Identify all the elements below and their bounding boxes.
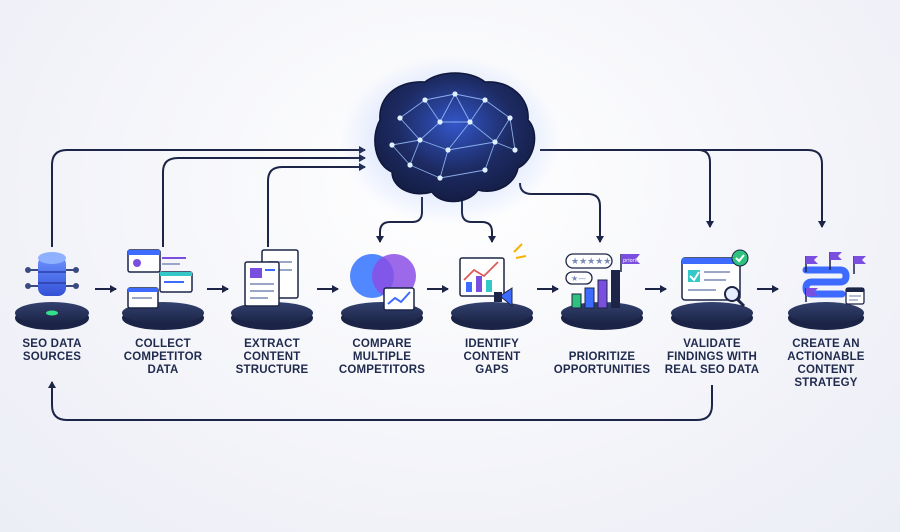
- documents-icon: [244, 249, 299, 307]
- step-label-collect-competitor-data: COLLECT COMPETITOR DATA: [123, 338, 203, 376]
- venn-overlap-icon: [350, 254, 416, 311]
- platform-step-8: [788, 302, 864, 330]
- connector-sources-to-brain: [51, 146, 366, 247]
- step-label-seo-data-sources: SEO DATA SOURCES: [22, 338, 82, 363]
- connector-feedback-loop: [48, 381, 713, 421]
- validation-check-icon: [681, 249, 749, 308]
- database-icon: [25, 252, 79, 296]
- connector-collect-to-brain: [162, 154, 366, 247]
- ai-brain-icon: [340, 55, 560, 225]
- gap-chart-megaphone-icon: [459, 243, 527, 308]
- platform-step-1: [15, 302, 89, 330]
- competitor-screens-icon: [127, 249, 193, 309]
- step-label-prioritize-opportunities: PRIORITIZE OPPORTUNITIES: [553, 351, 651, 376]
- svg-text:★★★★★: ★★★★★: [571, 257, 611, 267]
- step-label-compare-multiple-competitors: COMPARE MULTIPLE COMPETITORS: [338, 338, 426, 376]
- connector-brain-to-validate: [540, 149, 714, 228]
- step-label-validate-findings: VALIDATE FINDINGS WITH REAL SEO DATA: [664, 338, 760, 376]
- roadmap-flags-icon: [802, 252, 866, 305]
- connector-extract-to-brain: [267, 163, 366, 247]
- step-label-extract-content-structure: EXTRACT CONTENT STRUCTURE: [235, 338, 309, 376]
- step-label-identify-content-gaps: IDENTIFY CONTENT GAPS: [463, 338, 521, 376]
- connector-brain-to-strategy: [540, 149, 826, 228]
- svg-text:★—: ★—: [571, 274, 586, 283]
- priority-flag-text: priority: [623, 258, 641, 264]
- platforms: [15, 302, 864, 330]
- platform-step-5: [451, 302, 533, 330]
- platform-step-3: [231, 302, 313, 330]
- rating-bar-chart-icon: ★★★★★ ★— priority: [565, 253, 641, 309]
- step-label-create-strategy: CREATE AN ACTIONABLE CONTENT STRATEGY: [787, 338, 865, 389]
- platform-step-7: [671, 302, 753, 330]
